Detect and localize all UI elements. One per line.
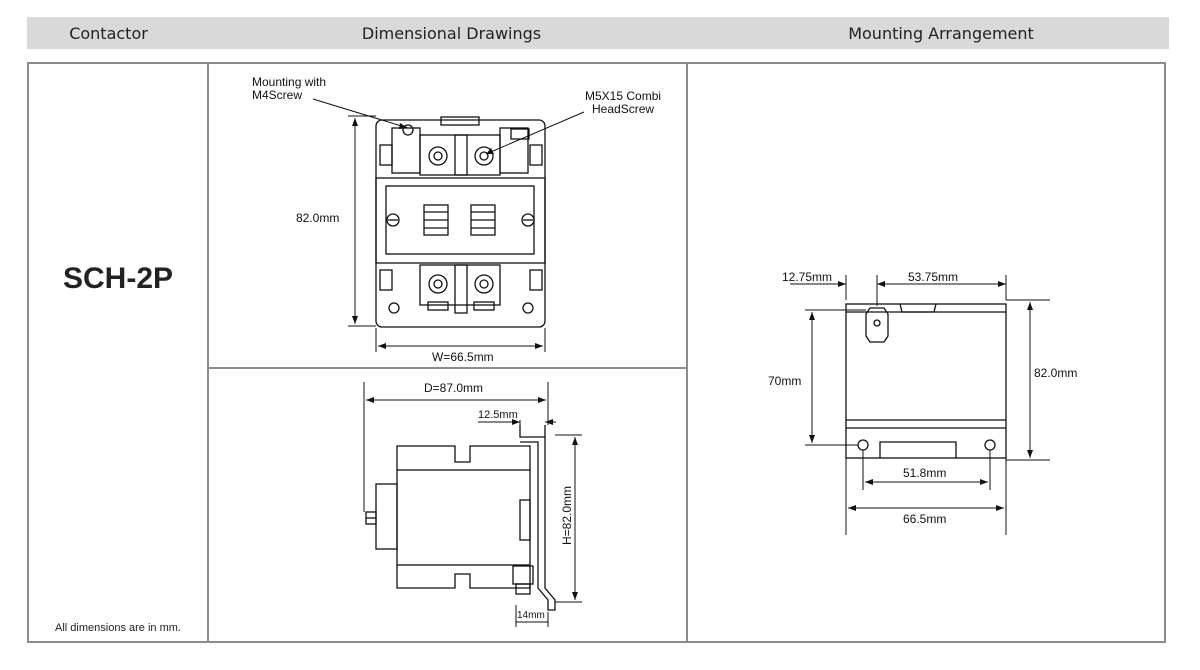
column-divider (686, 62, 688, 643)
mount-top-span-label: 53.75mm (908, 270, 958, 284)
dimensions-footnote: All dimensions are in mm. (55, 622, 181, 634)
mount-total-width-label: 66.5mm (903, 512, 946, 526)
contactor-column (27, 62, 209, 643)
drawing-row-divider (208, 367, 687, 369)
header-dimensional-drawings: Dimensional Drawings (190, 17, 713, 49)
front-width-label: W=66.5mm (432, 350, 494, 364)
mount-hole-span-label: 51.8mm (903, 466, 946, 480)
mount-hole-height-label: 70mm (768, 374, 801, 388)
mounting-label-line2: M4Screw (252, 88, 302, 102)
model-name: SCH-2P (62, 262, 174, 295)
screw-label-line2: HeadScrew (592, 102, 654, 116)
screw-label-line1: M5X15 Combi (585, 89, 661, 103)
mount-total-height-label: 82.0mm (1034, 366, 1077, 380)
mounting-label-line1: Mounting with (252, 75, 326, 89)
front-height-label: 82.0mm (296, 211, 339, 225)
header-contactor: Contactor (27, 17, 190, 49)
side-rail-label: 14mm (517, 610, 545, 621)
side-depth-label: D=87.0mm (424, 381, 483, 395)
side-height-label: H=82.0mm (560, 486, 574, 545)
mount-left-offset-label: 12.75mm (782, 270, 832, 284)
header-mounting-arrangement: Mounting Arrangement (713, 17, 1169, 49)
side-offset-label: 12.5mm (478, 409, 518, 421)
table-frame (27, 62, 1166, 643)
